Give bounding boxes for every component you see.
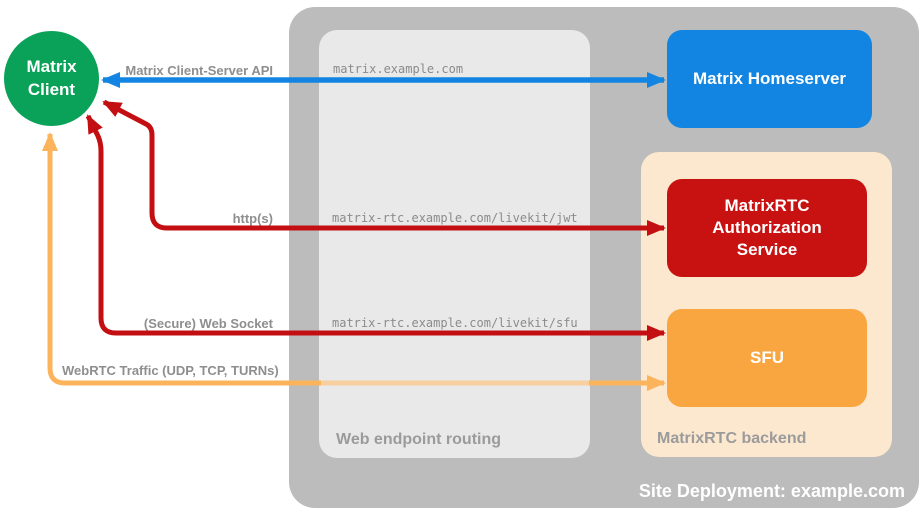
sfu-label: SFU (750, 347, 784, 367)
node-authorization-service: MatrixRTC Authorization Service (667, 179, 867, 277)
node-sfu: SFU (667, 309, 867, 407)
web-endpoint-routing-label: Web endpoint routing (336, 431, 502, 448)
authorization-service-label: MatrixRTC Authorization Service (712, 195, 822, 260)
matrix-homeserver-label: Matrix Homeserver (692, 68, 847, 88)
label-client-server-api: Matrix Client-Server API (125, 63, 273, 78)
label-web-socket: (Secure) Web Socket (143, 316, 273, 331)
node-matrix-homeserver: Matrix Homeserver (667, 30, 872, 128)
web-endpoint-routing-box: Web endpoint routing (319, 30, 590, 458)
matrixrtc-backend-label: MatrixRTC backend (657, 430, 807, 447)
endpoint-sfu-url: matrix-rtc.example.com/livekit/sfu (332, 316, 578, 330)
endpoint-homeserver-url: matrix.example.com (333, 62, 464, 76)
endpoint-jwt-url: matrix-rtc.example.com/livekit/jwt (332, 211, 578, 225)
label-webrtc-traffic: WebRTC Traffic (UDP, TCP, TURNs) (62, 363, 279, 378)
label-https: http(s) (232, 211, 273, 226)
matrix-client-label: Matrix Client (26, 57, 77, 99)
node-matrix-client: Matrix Client (4, 31, 99, 126)
site-deployment-label: Site Deployment: example.com (638, 481, 905, 501)
